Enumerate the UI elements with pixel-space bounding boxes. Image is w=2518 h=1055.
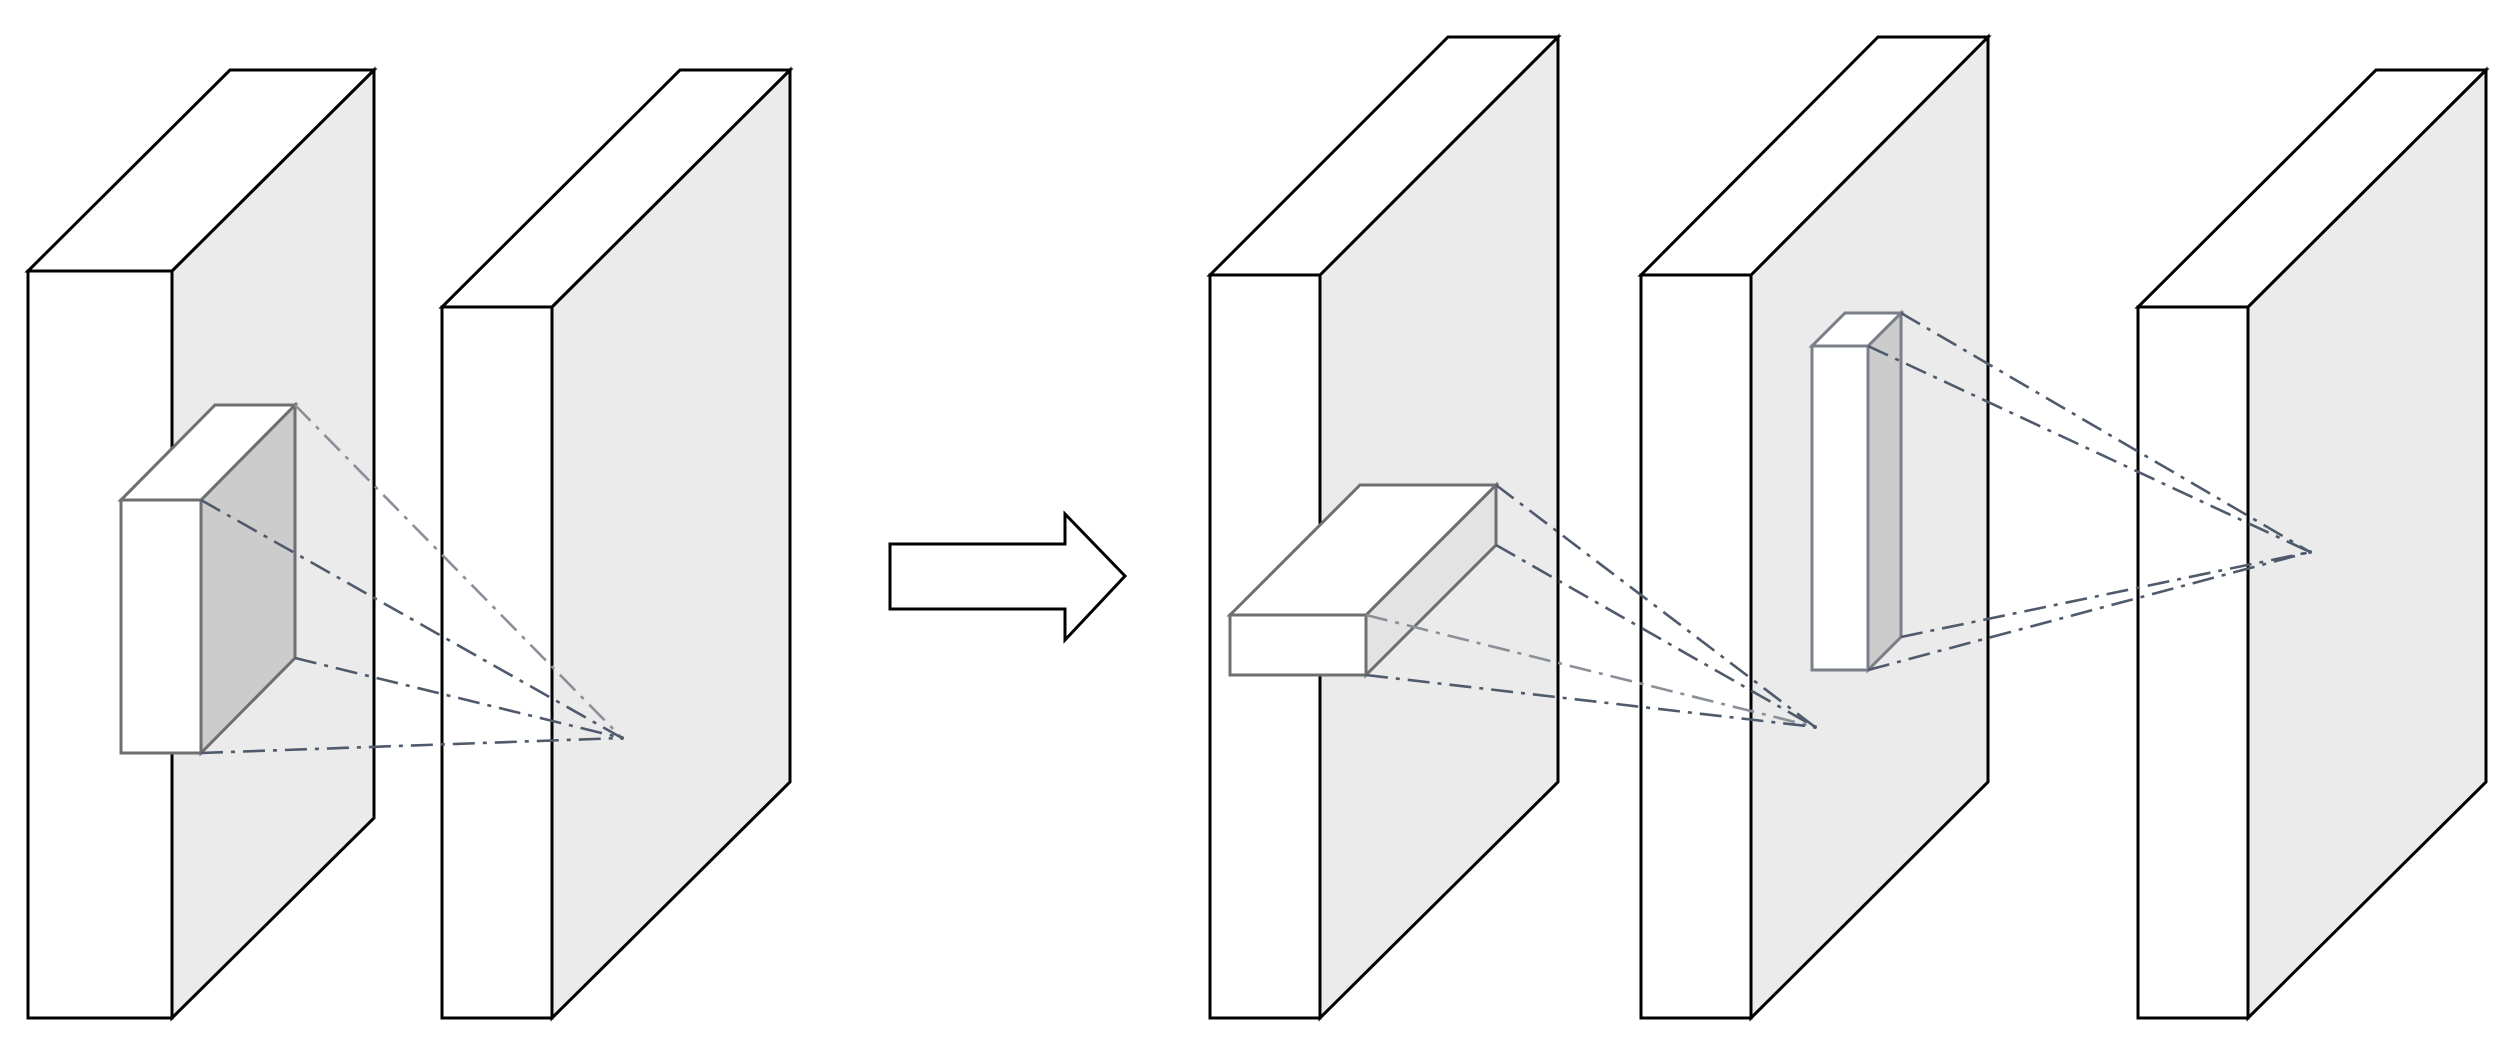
output-point	[2308, 550, 2312, 554]
ray	[1867, 550, 2311, 672]
layer-front-face	[1639, 273, 1753, 1020]
kernel-front-face	[119, 498, 203, 755]
kernel-cube	[117, 401, 299, 757]
right-arrow-icon	[888, 510, 1128, 644]
panel-factorized-convolution	[1206, 33, 2490, 1022]
projection-rays-middle	[1365, 483, 1817, 729]
ray	[200, 498, 623, 740]
layer-front-face	[2136, 305, 2250, 1020]
layer-front-face	[440, 305, 554, 1020]
panel-standard-convolution	[24, 66, 794, 1022]
output-point	[1813, 725, 1817, 729]
layer-output-left	[438, 66, 794, 1022]
kernel-front-face	[1810, 344, 1870, 672]
kernel-flat-block	[1226, 481, 1500, 679]
ray	[294, 404, 623, 739]
ray	[1867, 344, 2311, 554]
ray	[1495, 543, 1816, 729]
projection-rays-left	[200, 404, 624, 755]
layer-front-face	[26, 269, 174, 1020]
ray	[1365, 613, 1816, 729]
ray	[294, 656, 623, 740]
ray	[1495, 483, 1816, 729]
arrow-body	[888, 510, 1128, 644]
ray	[1900, 311, 2311, 554]
layer-output-right	[2134, 66, 2490, 1022]
projection-rays-right	[1867, 311, 2312, 672]
ray	[1365, 673, 1816, 729]
kernel-front-face	[1228, 613, 1368, 677]
ray	[200, 736, 623, 755]
kernel-tall-block	[1808, 309, 1905, 674]
kernel-side-face	[1866, 309, 1903, 674]
ray	[1900, 550, 2311, 639]
output-point	[620, 736, 624, 740]
